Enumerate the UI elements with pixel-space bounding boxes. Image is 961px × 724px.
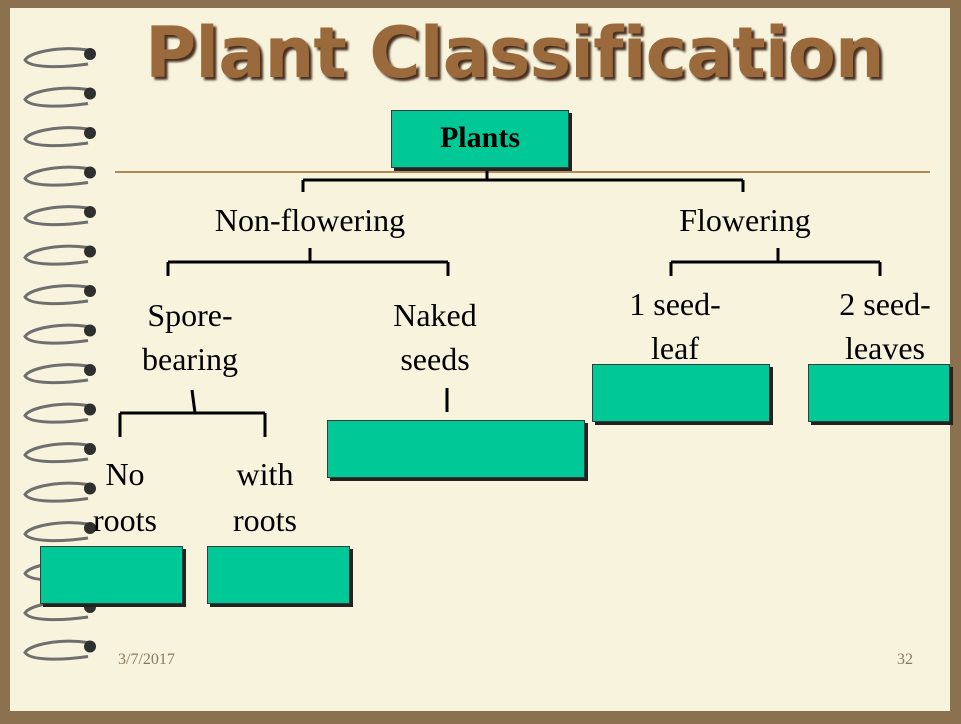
label-no-roots-line1: No — [70, 452, 180, 496]
label-naked-seeds-line1: Naked — [360, 293, 510, 337]
label-flowering: Flowering — [650, 198, 840, 242]
label-spore-bearing-line1: Spore- — [110, 293, 270, 337]
label-two-seed-leaves-line1: 2 seed- — [810, 282, 960, 326]
slide-number: 32 — [897, 651, 913, 669]
answer-box-one-seed-leaf — [592, 364, 770, 422]
label-with-roots-line1: with — [210, 452, 320, 496]
label-naked-seeds-line2: seeds — [360, 337, 510, 381]
answer-box-two-seed-leaves — [808, 364, 950, 422]
label-no-roots-line2: roots — [70, 498, 180, 542]
root-label-plants: Plants — [391, 123, 569, 153]
slide-date: 3/7/2017 — [118, 651, 175, 669]
label-non-flowering: Non-flowering — [180, 198, 440, 242]
label-spore-bearing-line2: bearing — [110, 337, 270, 381]
label-with-roots-line2: roots — [210, 498, 320, 542]
label-one-seed-leaf-line1: 1 seed- — [600, 282, 750, 326]
answer-box-no-roots — [40, 546, 183, 604]
answer-box-with-roots — [207, 546, 350, 604]
answer-box-naked-seeds — [327, 420, 585, 478]
